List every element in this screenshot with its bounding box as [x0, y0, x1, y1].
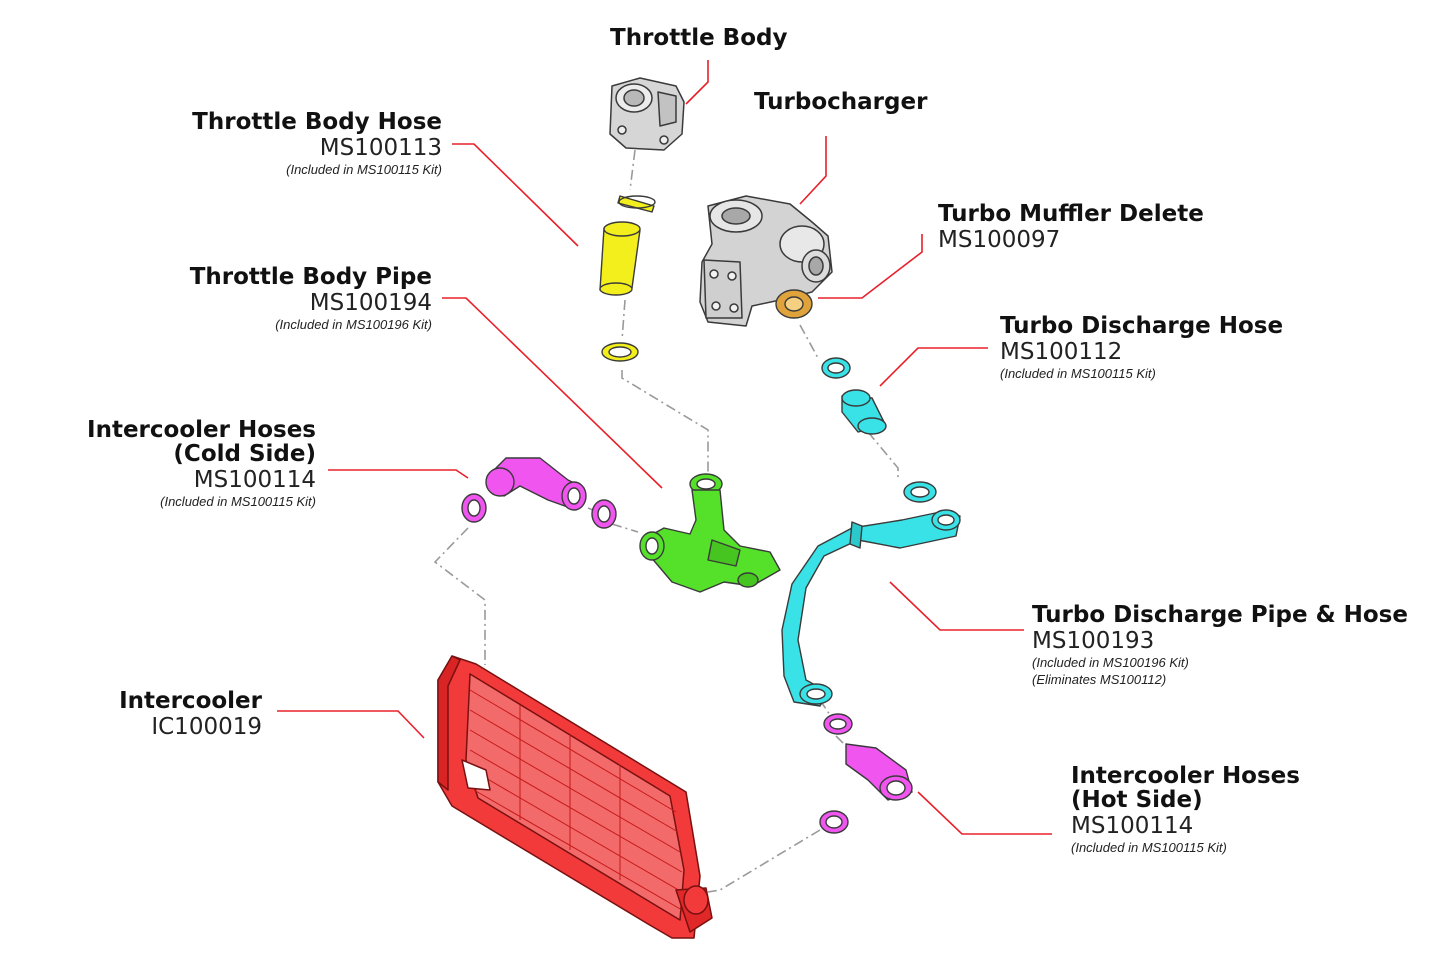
- label-turbocharger: Turbocharger: [754, 90, 927, 114]
- label-turbo-discharge-pipe: Turbo Discharge Pipe & Hose MS100193 (In…: [1032, 603, 1408, 687]
- intercooler-hoses-cold-part: [461, 457, 617, 529]
- throttle-body-hose-title: Throttle Body Hose: [192, 109, 442, 135]
- label-intercooler-hoses-cold: Intercooler Hoses (Cold Side) MS100114 (…: [40, 418, 316, 509]
- intercooler-hoses-cold-code: MS100114: [193, 467, 316, 494]
- intercooler-hoses-cold-subtitle: (Cold Side): [173, 441, 316, 468]
- turbo-muffler-delete-code: MS100097: [938, 227, 1061, 254]
- turbo-discharge-hose-title: Turbo Discharge Hose: [1000, 313, 1284, 339]
- throttle-body-pipe-part: [639, 473, 781, 593]
- intercooler-hoses-cold-note: (Included in MS100115 Kit): [160, 494, 316, 510]
- intercooler-code: IC100019: [151, 714, 262, 741]
- turbocharger-title: Turbocharger: [754, 89, 928, 115]
- leader-intercooler-hoses-hot: [917, 791, 1052, 835]
- turbo-muffler-delete-part: [775, 289, 813, 319]
- label-throttle-body: Throttle Body: [610, 26, 787, 50]
- throttle-body-part: [609, 77, 685, 151]
- leader-turbo-discharge-pipe: [889, 581, 1024, 631]
- turbo-discharge-pipe-note-1: (Included in MS100196 Kit): [1032, 655, 1189, 671]
- intercooler-hoses-hot-subtitle: (Hot Side): [1071, 787, 1203, 814]
- intercooler-hoses-hot-note: (Included in MS100115 Kit): [1071, 840, 1227, 856]
- label-throttle-body-hose: Throttle Body Hose MS100113 (Included in…: [150, 110, 442, 177]
- assembly-line-throttle-mid: [621, 299, 626, 341]
- intercooler-hoses-hot-code: MS100114: [1071, 813, 1194, 840]
- leader-lines: [277, 60, 1052, 835]
- turbo-discharge-hose-part: [821, 357, 887, 435]
- label-turbo-muffler-delete: Turbo Muffler Delete MS100097: [938, 202, 1204, 252]
- turbo-discharge-pipe-code: MS100193: [1032, 628, 1155, 655]
- assembly-line-cold: [433, 527, 486, 665]
- leader-throttle-body-pipe: [442, 297, 663, 489]
- label-throttle-body-pipe: Throttle Body Pipe MS100194 (Included in…: [150, 265, 432, 332]
- throttle-body-pipe-code: MS100194: [309, 290, 432, 317]
- throttle-body-hose-code: MS100113: [319, 135, 442, 162]
- turbo-discharge-hose-code: MS100112: [1000, 339, 1123, 366]
- throttle-body-title: Throttle Body: [610, 25, 788, 51]
- assembly-line-throttle-pipe: [621, 370, 709, 480]
- turbo-discharge-hose-note: (Included in MS100115 Kit): [1000, 366, 1156, 382]
- intercooler-title: Intercooler: [119, 688, 262, 714]
- assembly-line-throttle-top: [629, 149, 636, 191]
- assembly-line-turbo-out: [799, 324, 819, 359]
- turbo-discharge-pipe-title: Turbo Discharge Pipe & Hose: [1032, 602, 1408, 628]
- leader-intercooler-hoses-cold: [328, 469, 469, 479]
- intercooler-hoses-hot-part: [819, 713, 913, 834]
- label-intercooler: Intercooler IC100019: [60, 689, 262, 739]
- throttle-body-pipe-note: (Included in MS100196 Kit): [275, 317, 432, 333]
- leader-turbocharger: [799, 136, 827, 205]
- leader-throttle-body: [685, 60, 709, 105]
- throttle-body-pipe-title: Throttle Body Pipe: [189, 264, 432, 290]
- throttle-body-hose-note: (Included in MS100115 Kit): [286, 162, 442, 178]
- throttle-body-hose-part: [599, 195, 656, 362]
- label-intercooler-hoses-hot: Intercooler Hoses (Hot Side) MS100114 (I…: [1071, 764, 1300, 855]
- assembly-line-cold-pipe: [611, 523, 639, 533]
- turbo-discharge-pipe-part: [781, 481, 961, 707]
- assembly-line-hot-bottom: [707, 829, 821, 893]
- leader-throttle-body-hose: [452, 143, 579, 247]
- intercooler-hoses-cold-title: Intercooler Hoses: [87, 417, 316, 443]
- turbo-discharge-pipe-note-2: (Eliminates MS100112): [1032, 671, 1167, 687]
- leader-intercooler: [277, 710, 425, 739]
- intercooler-hoses-hot-title: Intercooler Hoses: [1071, 763, 1300, 789]
- leader-turbo-muffler-delete: [818, 234, 923, 299]
- assembly-line-turbo-hose: [867, 431, 899, 480]
- leader-turbo-discharge-hose: [879, 347, 988, 387]
- intercooler-part: [437, 655, 713, 939]
- turbo-muffler-delete-title: Turbo Muffler Delete: [938, 201, 1204, 227]
- label-turbo-discharge-hose: Turbo Discharge Hose MS100112 (Included …: [1000, 314, 1283, 381]
